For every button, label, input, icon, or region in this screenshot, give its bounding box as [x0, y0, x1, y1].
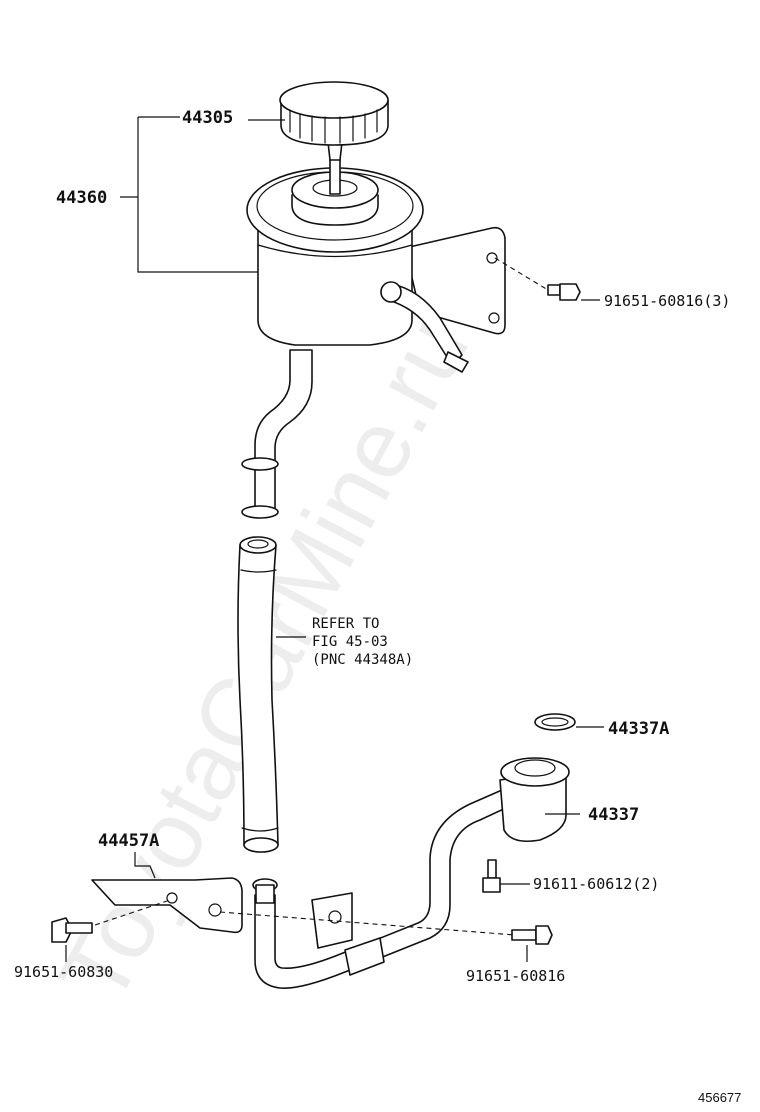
lower-pipe	[252, 789, 511, 989]
callout-91651-60816-3: 91651-60816(3)	[604, 292, 730, 310]
bolt-reservoir	[494, 257, 581, 301]
leader-lines	[65, 116, 604, 962]
callout-44360: 44360	[56, 188, 107, 208]
dipstick	[327, 141, 343, 195]
callout-91651-60830: 91651-60830	[14, 963, 113, 981]
reservoir-lower-tube	[241, 349, 313, 519]
callout-44457a: 44457A	[98, 831, 159, 851]
refer-note-line3: (PNC 44348A)	[312, 652, 413, 668]
refer-note-line2: FIG 45-03	[312, 634, 388, 650]
callout-44337a: 44337A	[608, 719, 669, 739]
callout-44305: 44305	[182, 108, 233, 128]
refer-note-line1: REFER TO	[312, 616, 379, 632]
callout-44337: 44337	[588, 805, 639, 825]
reservoir-cap	[279, 81, 389, 146]
figure-id: 456677	[698, 1090, 741, 1105]
return-hose	[237, 536, 279, 853]
callout-91611-60612-2: 91611-60612(2)	[533, 875, 659, 893]
reservoir-outlet-pipe	[380, 281, 469, 373]
union-bolt	[482, 859, 501, 893]
pipe-bracket	[91, 877, 243, 934]
bolt-clamp	[219, 911, 553, 945]
reservoir-tank	[246, 167, 424, 346]
o-ring	[534, 713, 576, 731]
union-fitting	[499, 757, 570, 843]
bolt-bracket	[51, 899, 171, 943]
callout-91651-60816: 91651-60816	[466, 967, 565, 985]
